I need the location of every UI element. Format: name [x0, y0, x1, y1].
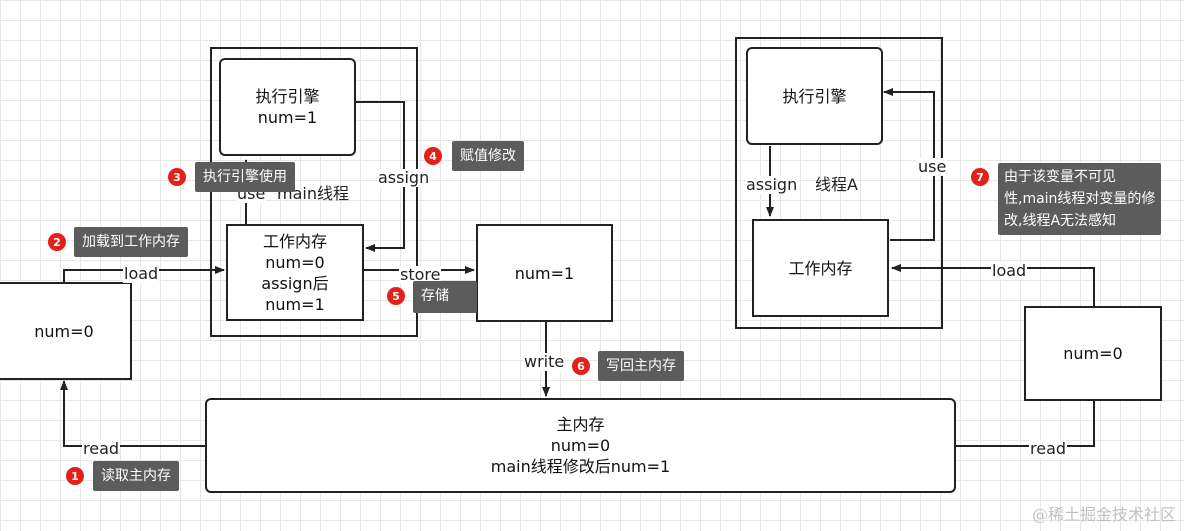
callout-7-line-3: 改,线程A无法感知	[1004, 213, 1117, 229]
callout-badge-4: 4	[424, 147, 442, 165]
callout-7-line-2: 性,main线程对变量的修	[1004, 191, 1156, 207]
assign-label-main: assign	[377, 168, 431, 187]
store-label: store	[399, 265, 442, 284]
work-memory-main-title: 工作内存	[262, 231, 327, 251]
callout-4: 赋值修改	[452, 141, 524, 171]
right-num-box: num=0	[1024, 306, 1162, 401]
use-label-a: use	[917, 157, 948, 176]
write-label: write	[523, 352, 566, 371]
exec-engine-main: 执行引擎 num=1	[219, 58, 356, 156]
thread-a-label: 线程A	[815, 175, 858, 194]
exec-engine-a: 执行引擎	[746, 47, 883, 145]
read-arrow-left	[60, 380, 206, 447]
exec-engine-main-title: 执行引擎	[255, 87, 320, 106]
callout-7: 由于该变量不可见 性,main线程对变量的修 改,线程A无法感知	[998, 163, 1162, 235]
left-num-box: num=0	[0, 282, 132, 380]
callout-5: 存储	[413, 281, 477, 313]
load-label-left: load	[123, 264, 160, 283]
right-num-value: num=0	[1063, 344, 1123, 363]
callout-badge-3: 3	[168, 168, 186, 186]
load-arrow-right	[891, 264, 1095, 306]
exec-engine-main-value: num=1	[257, 108, 318, 127]
load-label-right: load	[991, 261, 1028, 280]
work-memory-main: 工作内存 num=0 assign后 num=1	[226, 224, 364, 321]
callout-badge-5: 5	[387, 287, 405, 305]
callout-badge-7: 7	[971, 168, 989, 186]
main-memory-title: 主内存	[556, 415, 605, 434]
main-memory-value: num=0	[550, 436, 611, 455]
store-num-value: num=1	[514, 263, 575, 283]
load-arrow-left	[63, 266, 225, 282]
main-thread-frame	[210, 47, 418, 337]
callout-2: 加载到工作内存	[74, 227, 188, 257]
work-memory-main-line1: num=0	[265, 252, 325, 272]
callout-badge-6: 6	[572, 357, 590, 375]
callout-3: 执行引擎使用	[195, 162, 295, 192]
watermark: @稀土掘金技术社区	[1031, 505, 1176, 524]
callout-badge-1: 1	[66, 467, 84, 485]
callout-1: 读取主内存	[93, 461, 179, 491]
store-num-box: num=1	[476, 224, 613, 322]
callout-7-line-1: 由于该变量不可见	[1004, 169, 1116, 185]
work-memory-a: 工作内存	[752, 219, 889, 317]
work-memory-main-line2: assign后	[261, 273, 329, 293]
exec-engine-a-title: 执行引擎	[782, 86, 847, 106]
main-memory-box: 主内存 num=0 main线程修改后num=1	[205, 398, 956, 493]
read-label-left: read	[82, 439, 121, 458]
work-memory-a-title: 工作内存	[788, 258, 853, 278]
left-num-value: num=0	[34, 321, 94, 341]
assign-label-a: assign	[745, 175, 799, 194]
read-label-right: read	[1029, 439, 1068, 458]
callout-6: 写回主内存	[598, 351, 684, 381]
callout-badge-2: 2	[48, 233, 66, 251]
main-memory-note: main线程修改后num=1	[490, 457, 671, 476]
thread-a-frame	[735, 37, 943, 329]
work-memory-main-line3: num=1	[265, 294, 325, 314]
